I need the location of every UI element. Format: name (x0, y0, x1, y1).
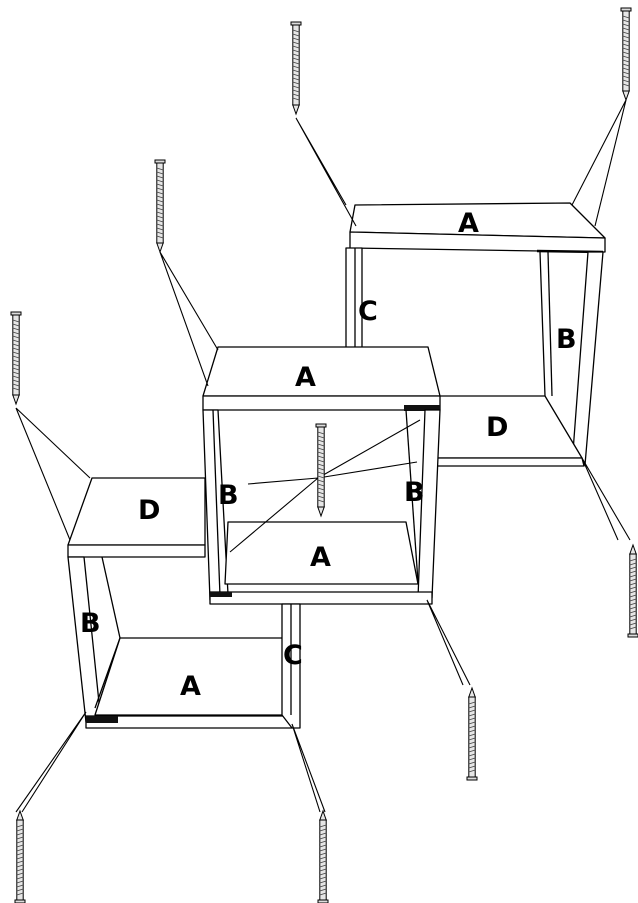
label-right-cube-d: D (486, 412, 508, 443)
label-left-cube-a: A (180, 671, 201, 702)
label-middle-cube-a-top: A (295, 362, 316, 393)
leader-lines (15, 99, 631, 813)
label-right-cube-b: B (556, 324, 577, 355)
middle-cube (202, 346, 441, 605)
panel-labels: A C B D A B B A D B C A (80, 208, 577, 702)
label-right-cube-c: C (358, 296, 378, 327)
left-cube (67, 477, 301, 729)
label-middle-cube-b-left: B (218, 480, 239, 511)
screw-icon (620, 7, 632, 101)
label-left-cube-d: D (138, 495, 160, 526)
screw-icon (154, 159, 166, 253)
screw-icon (628, 545, 638, 637)
screw-icon (10, 311, 22, 405)
label-middle-cube-b-right: B (404, 477, 425, 508)
screw-icon (467, 688, 477, 780)
screw-icon (290, 21, 302, 115)
screw-icon (315, 423, 327, 517)
label-left-cube-c: C (283, 640, 303, 671)
label-top-shelf-a: A (458, 208, 479, 239)
screw-icon (318, 811, 328, 903)
label-middle-cube-a-bottom: A (310, 542, 331, 573)
label-left-cube-b: B (80, 608, 101, 639)
screw-icon (15, 811, 25, 903)
